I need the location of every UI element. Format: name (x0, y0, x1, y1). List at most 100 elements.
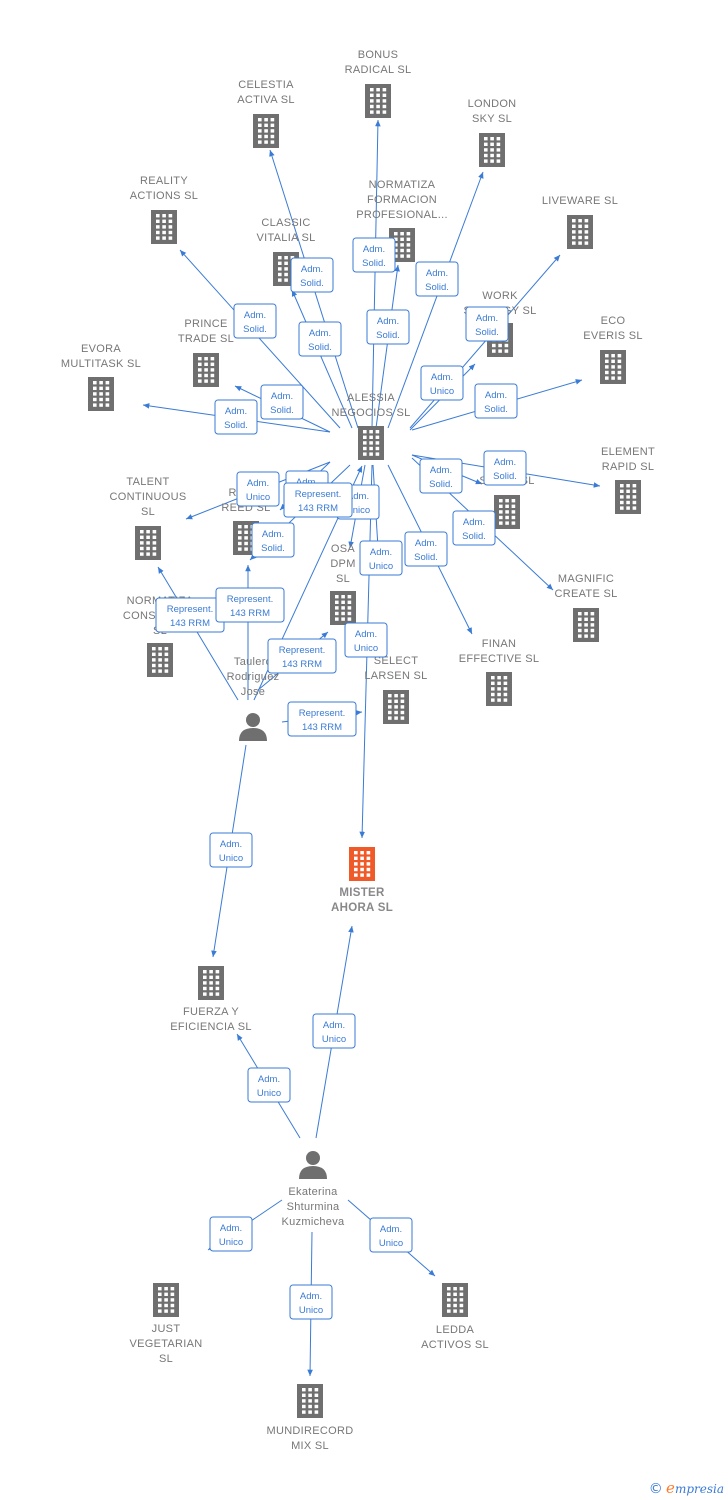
edge-label-line: Solid. (414, 552, 438, 563)
building-icon (479, 133, 505, 167)
node-label: VEGETARIAN (129, 1338, 202, 1350)
edge-label[interactable]: Adm.Solid. (415, 261, 459, 297)
edge-label-line: Adm. (476, 313, 498, 324)
node-london[interactable]: LONDON SKY SL (468, 98, 517, 167)
edge-label-line: Unico (379, 1238, 403, 1249)
edge-label[interactable]: Adm. Solid. (214, 399, 258, 435)
edge-label-line: Adm. (363, 244, 385, 255)
node-eco[interactable]: ECO EVERIS SL (583, 315, 643, 384)
node-label: LONDON (468, 98, 517, 110)
edge-label[interactable]: Adm.Unico (312, 1013, 356, 1049)
edge-label[interactable]: Adm.Unico (420, 365, 464, 401)
edge-label[interactable]: Adm.Unico (289, 1284, 333, 1320)
edge-label-box (233, 303, 277, 339)
edge-label[interactable]: Adm.Unico (247, 1067, 291, 1103)
edge-label-line: Represent. (299, 708, 345, 719)
node-label: EVERIS SL (583, 330, 643, 342)
edge-label[interactable]: Adm.Solid. (352, 237, 396, 273)
edge-label-box (465, 306, 509, 342)
edge-label-box (420, 365, 464, 401)
edge-label[interactable]: Adm.Unico (369, 1217, 413, 1253)
node-label: SKY SL (472, 113, 512, 125)
node-label: Rodriguez (227, 671, 280, 683)
edge-label[interactable]: Adm.Unico (359, 540, 403, 576)
edge-alessia-normatiza_form (375, 264, 400, 429)
node-label: ACTIONS SL (130, 190, 198, 202)
edge-label[interactable]: Adm.Solid. (483, 450, 527, 486)
edge-label[interactable]: Adm.Unico (209, 832, 253, 868)
edge-label[interactable]: Represent.143 RRM (215, 587, 285, 623)
building-icon (153, 1283, 179, 1317)
node-label: FORMACION (367, 194, 437, 206)
edge-label[interactable]: Adm.Solid. (474, 383, 518, 419)
edge-label[interactable]: Represent.143 RRM (287, 701, 357, 737)
node-label: Kuzmicheva (282, 1216, 345, 1228)
edge-label-box (404, 531, 448, 567)
edge-label-line: Adm. (220, 1223, 242, 1234)
edge-label-line: Represent. (227, 594, 273, 605)
edge-label-line: Unico (346, 505, 370, 516)
edge-label[interactable]: Adm.Solid. (452, 510, 496, 546)
edge-label[interactable]: Adm.Solid. (260, 384, 304, 420)
edge-label[interactable]: Adm.Solid. (465, 306, 509, 342)
edge-label[interactable]: Represent.143 RRM (155, 597, 225, 633)
edge-label-line: Solid. (224, 420, 248, 431)
edge-label-line: Solid. (484, 404, 508, 415)
node-label: MUNDIRECORD (266, 1425, 353, 1437)
node-label: CREATE SL (554, 588, 617, 600)
edge-label-line: Adm. (258, 1074, 280, 1085)
edge-label-line: Adm. (225, 406, 247, 417)
edge-label[interactable]: Adm.Unico (236, 471, 280, 507)
node-liveware[interactable]: LIVEWARE SL (542, 195, 618, 249)
person-icon (299, 1151, 327, 1179)
person-icon (239, 713, 267, 741)
node-label: LEDDA (436, 1324, 475, 1336)
node-label: SL (141, 506, 155, 518)
node-label: CONTINUOUS (110, 491, 187, 503)
edge-label-line: Adm. (301, 264, 323, 275)
edge-label[interactable]: Adm. Unico (209, 1216, 253, 1252)
edge-label-line: Unico (219, 1237, 243, 1248)
edge-label-line: Unico (322, 1034, 346, 1045)
edge-label[interactable]: Adm.Solid. (251, 522, 295, 558)
edge-label[interactable]: Adm.Solid. (366, 309, 410, 345)
node-label: WORK (482, 290, 518, 302)
empresia-brand[interactable]: © empresia (649, 1479, 724, 1497)
edge-label[interactable]: Adm.Solid. (233, 303, 277, 339)
edge-label[interactable]: Adm.Solid. (404, 531, 448, 567)
edge-label-line: Adm. (377, 316, 399, 327)
edge-label[interactable]: Adm.Solid. (298, 321, 342, 357)
edge-label-line: 143 RRM (298, 503, 338, 514)
node-mundirecord[interactable]: MUNDIRECORD MIX SL (266, 1384, 353, 1452)
edge-label-line: Solid. (425, 282, 449, 293)
edge-label[interactable]: Represent.143 RRM (283, 482, 353, 518)
edge-label[interactable]: Adm.Solid. (290, 257, 334, 293)
edge-label-line: Solid. (308, 342, 332, 353)
node-label: ECO (601, 315, 626, 327)
node-label: LIVEWARE SL (542, 195, 618, 207)
edge-alessia-london (387, 171, 484, 429)
node-label: PROFESIONAL... (356, 209, 448, 221)
node-label: MIX SL (291, 1440, 329, 1452)
edge-label[interactable]: Adm.Unico (344, 622, 388, 658)
edge-label[interactable]: Represent.143 RRM (267, 638, 337, 674)
edge-label[interactable]: Adm.Solid. (419, 458, 463, 494)
